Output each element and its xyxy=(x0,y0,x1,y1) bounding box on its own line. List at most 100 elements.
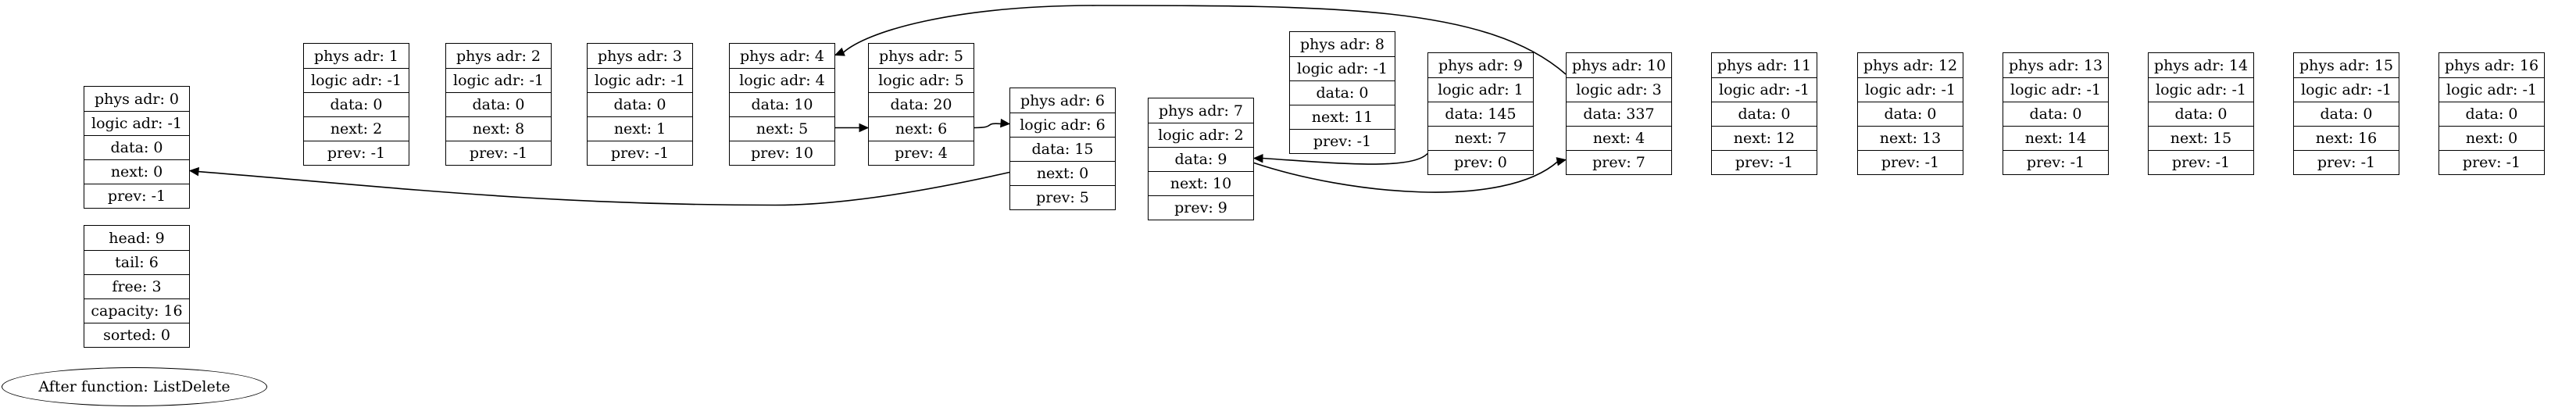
node-logic-field: logic adr: -1 xyxy=(1290,56,1395,80)
node-phys-field: phys adr: 11 xyxy=(1717,56,1812,74)
list-info-box: head: 9 tail: 6 free: 3 capacity: 16 sor… xyxy=(84,225,190,348)
edge-10-4 xyxy=(834,5,1567,75)
list-tail: tail: 6 xyxy=(84,250,189,274)
node-next-field: next: 13 xyxy=(1858,126,1963,150)
node-data-field: data: 15 xyxy=(1010,137,1115,161)
caption-ellipse: After function: ListDelete xyxy=(2,367,267,406)
node-data-field: data: 0 xyxy=(1290,80,1395,105)
node-prev-field: prev: 4 xyxy=(869,141,974,165)
node-next-field: next: 12 xyxy=(1712,126,1817,150)
edge-line xyxy=(1261,152,1428,165)
node-logic-field: logic adr: -1 xyxy=(304,68,409,92)
node-prev-field: prev: -1 xyxy=(2149,150,2253,174)
node-phys-field: phys adr: 6 xyxy=(1020,91,1106,109)
node-prev-field: prev: 7 xyxy=(1567,150,1671,174)
node-prev-field: prev: 5 xyxy=(1010,185,1115,209)
edge-line xyxy=(197,170,1010,206)
node-data-field: data: 337 xyxy=(1567,102,1671,126)
node-data-field: data: 0 xyxy=(1858,102,1963,126)
edge-7-10 xyxy=(1253,157,1567,193)
node-next-field: next: 16 xyxy=(2294,126,2399,150)
arrowhead-icon xyxy=(859,123,870,133)
node-next-field: next: 8 xyxy=(446,116,551,141)
node-data-field: data: 0 xyxy=(1712,102,1817,126)
node-data-field: data: 0 xyxy=(2149,102,2253,126)
list-head: head: 9 xyxy=(109,229,165,247)
node-data-field: data: 0 xyxy=(2003,102,2108,126)
arrowhead-icon xyxy=(834,47,845,56)
node-logic-field: logic adr: -1 xyxy=(2294,77,2399,102)
node-prev-field: prev: -1 xyxy=(446,141,551,165)
node-prev-field: prev: -1 xyxy=(2003,150,2108,174)
edge-line xyxy=(842,5,1567,75)
node-next-field: next: 2 xyxy=(304,116,409,141)
edge-9-7 xyxy=(1252,152,1428,165)
node-phys-field: phys adr: 8 xyxy=(1299,35,1385,53)
node-phys-field: phys adr: 9 xyxy=(1438,56,1524,74)
node-data-field: data: 0 xyxy=(304,92,409,116)
node-next-field: next: 1 xyxy=(588,116,692,141)
node-logic-field: logic adr: -1 xyxy=(588,68,692,92)
node-logic-field: logic adr: -1 xyxy=(2003,77,2108,102)
node-phys-field: phys adr: 10 xyxy=(1571,56,1667,74)
arrowhead-icon xyxy=(1000,118,1011,128)
node-prev-field: prev: 9 xyxy=(1149,195,1253,220)
node-prev-field: prev: 10 xyxy=(730,141,834,165)
node-prev-field: prev: -1 xyxy=(1712,150,1817,174)
node-data-field: data: 9 xyxy=(1149,147,1253,171)
node-phys-field: phys adr: 0 xyxy=(94,90,180,108)
node-logic-field: logic adr: -1 xyxy=(1712,77,1817,102)
node-prev-field: prev: 0 xyxy=(1428,150,1533,174)
node-data-field: data: 0 xyxy=(2294,102,2399,126)
node-data-field: data: 0 xyxy=(84,135,189,159)
node-next-field: next: 14 xyxy=(2003,126,2108,150)
node-logic-field: logic adr: 6 xyxy=(1010,113,1115,137)
node-next-field: next: 4 xyxy=(1567,126,1671,150)
node-data-field: data: 10 xyxy=(730,92,834,116)
node-phys-field: phys adr: 1 xyxy=(313,47,399,65)
node-logic-field: logic adr: 3 xyxy=(1567,77,1671,102)
node-phys-field: phys adr: 13 xyxy=(2008,56,2103,74)
list-capacity: capacity: 16 xyxy=(84,298,189,323)
node-logic-field: logic adr: 4 xyxy=(730,68,834,92)
node-logic-field: logic adr: -1 xyxy=(2149,77,2253,102)
node-data-field: data: 0 xyxy=(588,92,692,116)
arrowhead-icon xyxy=(188,166,200,177)
node-prev-field: prev: -1 xyxy=(304,141,409,165)
node-phys-field: phys adr: 5 xyxy=(878,47,964,65)
node-prev-field: prev: -1 xyxy=(2294,150,2399,174)
node-logic-field: logic adr: 5 xyxy=(869,68,974,92)
node-logic-field: logic adr: -1 xyxy=(2439,77,2544,102)
node-logic-field: logic adr: -1 xyxy=(84,111,189,135)
list-free: free: 3 xyxy=(84,274,189,298)
node-next-field: next: 0 xyxy=(84,159,189,184)
node-phys-field: phys adr: 2 xyxy=(456,47,541,65)
node-data-field: data: 0 xyxy=(446,92,551,116)
node-next-field: next: 0 xyxy=(2439,126,2544,150)
node-phys-field: phys adr: 4 xyxy=(739,47,825,65)
node-next-field: next: 0 xyxy=(1010,161,1115,185)
edge-line xyxy=(1253,160,1559,193)
node-logic-field: logic adr: 2 xyxy=(1149,123,1253,147)
arrowhead-icon xyxy=(1556,157,1567,166)
node-prev-field: prev: -1 xyxy=(1290,129,1395,153)
node-prev-field: prev: -1 xyxy=(84,184,189,208)
node-data-field: data: 145 xyxy=(1428,102,1533,126)
